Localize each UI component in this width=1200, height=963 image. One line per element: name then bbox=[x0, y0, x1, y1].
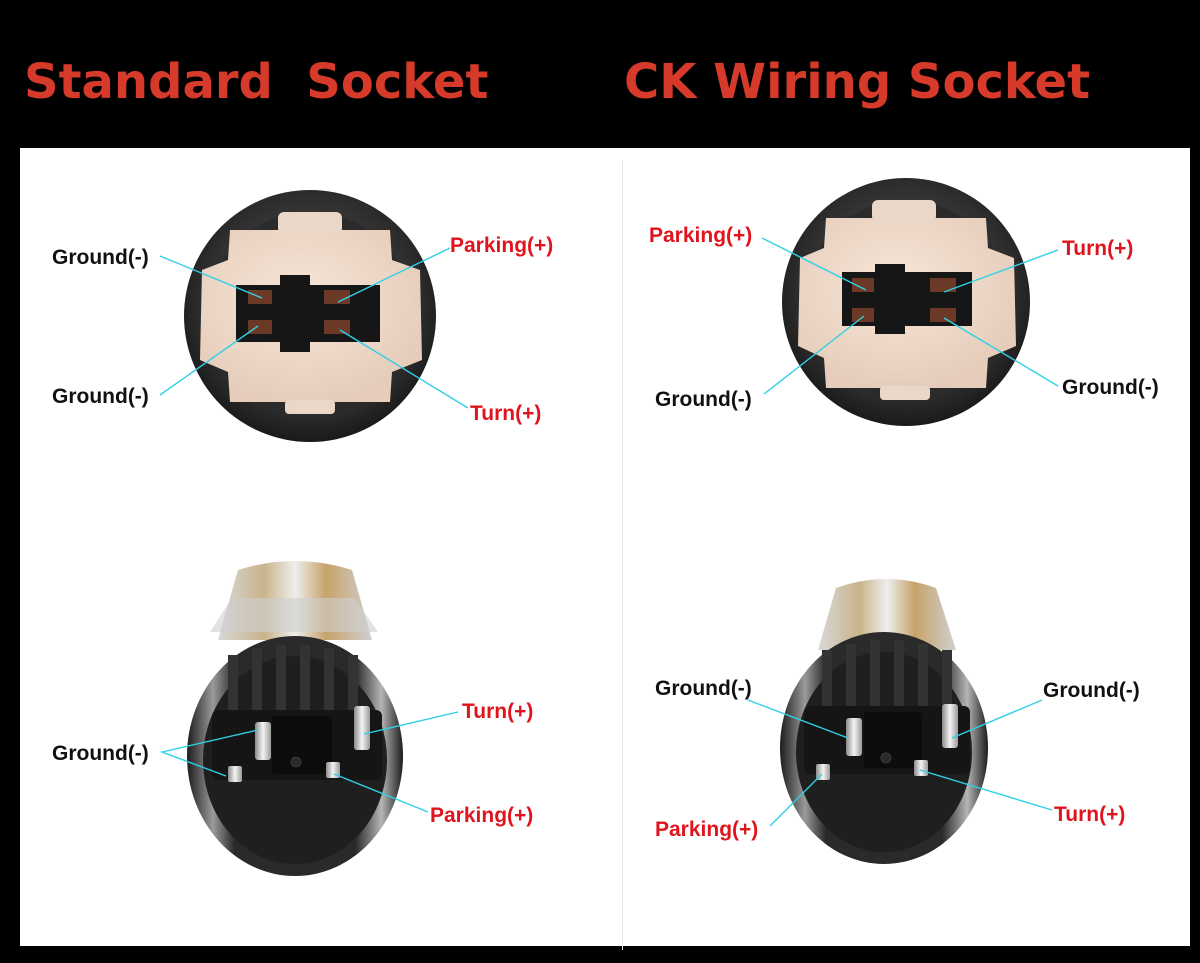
leader-std-bottom-turn bbox=[363, 711, 459, 735]
std-top-ground-upper-label: Ground(-) bbox=[52, 246, 149, 269]
std-top-parking-label: Parking(+) bbox=[450, 234, 554, 257]
ck-bottom-socket bbox=[780, 579, 988, 864]
standard-top-socket bbox=[184, 190, 436, 442]
ck-top-ground-left-label: Ground(-) bbox=[655, 388, 752, 411]
ck-socket-title: CK Wiring Socket bbox=[624, 54, 1091, 110]
std-top-ground-lower-label: Ground(-) bbox=[52, 385, 149, 408]
standard-bottom-socket bbox=[187, 561, 403, 876]
leader-std-top-parking bbox=[337, 247, 451, 303]
std-bottom-parking-label: Parking(+) bbox=[430, 804, 534, 827]
leader-std-top-ground-lower bbox=[159, 325, 259, 396]
ck-bottom-turn-label: Turn(+) bbox=[1054, 803, 1126, 826]
std-top-turn-label: Turn(+) bbox=[470, 402, 542, 425]
header-bar bbox=[0, 0, 1200, 148]
ck-bottom-ground-right-label: Ground(-) bbox=[1043, 679, 1140, 702]
leader-lines bbox=[159, 237, 1059, 827]
leader-ck-bottom-turn bbox=[919, 769, 1053, 811]
leader-std-bottom-parking bbox=[333, 773, 429, 813]
ck-top-parking-label: Parking(+) bbox=[649, 224, 753, 247]
leader-std-top-turn bbox=[339, 329, 469, 409]
leader-ck-bottom-parking bbox=[769, 773, 823, 827]
leader-ck-top-ground-right bbox=[943, 317, 1059, 387]
ck-bottom-ground-left-label: Ground(-) bbox=[655, 677, 752, 700]
leader-ck-top-turn bbox=[943, 249, 1059, 293]
panel-divider bbox=[622, 160, 623, 950]
ck-top-ground-right-label: Ground(-) bbox=[1062, 376, 1159, 399]
leader-std-top-ground-upper bbox=[159, 255, 263, 299]
leader-ck-top-ground-left bbox=[763, 315, 865, 395]
std-bottom-ground-label: Ground(-) bbox=[52, 742, 149, 765]
ck-top-socket bbox=[782, 178, 1030, 426]
ck-top-turn-label: Turn(+) bbox=[1062, 237, 1134, 260]
leader-ck-top-parking bbox=[761, 237, 867, 291]
leader-std-bottom-ground bbox=[159, 729, 259, 777]
leader-ck-bottom-ground-right bbox=[951, 699, 1043, 739]
ck-bottom-parking-label: Parking(+) bbox=[655, 818, 759, 841]
standard-socket-title: Standard Socket bbox=[24, 54, 489, 110]
std-bottom-turn-label: Turn(+) bbox=[462, 700, 534, 723]
leader-ck-bottom-ground-left bbox=[747, 699, 849, 739]
